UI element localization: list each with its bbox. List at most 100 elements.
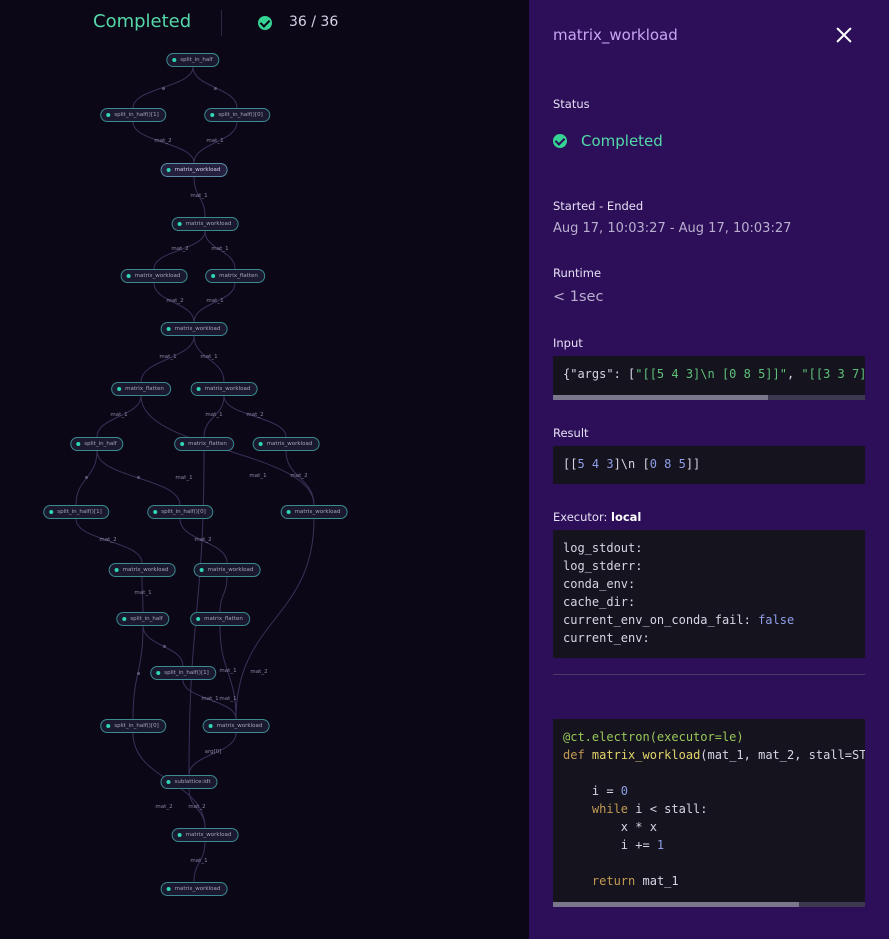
graph-edge — [219, 625, 237, 720]
code-line: @ct.electron(executor=le) — [563, 730, 744, 744]
code-line: while i < stall: — [591, 802, 708, 816]
input-code-box[interactable]: {"args": ["[[5 4 3]\n [0 8 5]]", "[[3 3 … — [553, 356, 865, 400]
graph-node[interactable]: matrix_workload — [171, 217, 239, 231]
graph-node[interactable]: split_in_half()[1] — [100, 108, 166, 122]
result-text-number: 0 8 5 — [649, 457, 686, 471]
topbar-divider — [221, 10, 222, 36]
result-text-part: [[ — [563, 457, 578, 471]
source-code-box[interactable]: @ct.electron(executor=le) def matrix_wor… — [553, 719, 865, 907]
close-icon[interactable] — [835, 26, 853, 44]
runtime-label: Runtime — [553, 266, 602, 280]
graph-node[interactable]: matrix_workload — [120, 269, 188, 283]
graph-topbar: Completed 36 / 36 — [0, 0, 529, 44]
graph-node[interactable]: split_in_half()[1] — [150, 666, 216, 680]
completed-count: 36 / 36 — [289, 14, 339, 30]
started-ended-value: Aug 17, 10:03:27 - Aug 17, 10:03:27 — [553, 221, 792, 236]
edge-label: mat_2 — [246, 412, 264, 418]
graph-edge — [203, 395, 225, 438]
graph-node[interactable]: split_in_half — [70, 437, 124, 451]
graph-node[interactable]: matrix_flatten — [174, 437, 234, 451]
graph-node[interactable]: matrix_workload — [160, 322, 228, 336]
graph-edge — [141, 576, 144, 613]
graph-node[interactable]: split_in_half()[0] — [204, 108, 270, 122]
graph-node[interactable]: split_in_half()[1] — [43, 505, 109, 519]
edge-label: mat_1 — [219, 668, 237, 674]
graph-edge — [132, 121, 195, 164]
check-circle-icon — [258, 16, 272, 30]
graph-node[interactable]: matrix_workload — [108, 563, 176, 577]
graph-edge — [140, 335, 195, 383]
runtime-value: < 1sec — [553, 289, 604, 305]
graph-canvas[interactable]: Completed 36 / 36 split_in_half split_in_… — [0, 0, 529, 939]
result-code-box[interactable]: [[5 4 3]\n [0 8 5]] — [553, 446, 865, 484]
result-label: Result — [553, 426, 589, 440]
executor-key: current_env_on_conda_fail: — [563, 613, 751, 627]
executor-line: current_env: — [563, 631, 650, 645]
input-scroll-thumb[interactable] — [553, 395, 769, 400]
executor-line: log_stdout: — [563, 541, 643, 555]
executor-code-box[interactable]: log_stdout: log_stderr: conda_env: cache… — [553, 530, 865, 658]
edge-label: mat_2 — [290, 473, 308, 479]
graph-edges — [75, 66, 315, 883]
input-scrollbar[interactable] — [553, 395, 865, 400]
graph-node[interactable]: split_in_half — [166, 53, 220, 67]
panel-title: matrix_workload — [553, 26, 678, 44]
edge-label: mat_1 — [134, 590, 152, 596]
graph-edge — [219, 576, 228, 613]
graph-node[interactable]: matrix_flatten — [205, 269, 265, 283]
code-line: i = 0 — [563, 784, 629, 798]
executor-label-text: Executor: — [553, 510, 608, 524]
edge-label: mat_1 — [110, 412, 128, 418]
edge-label: mat_1 — [159, 354, 177, 360]
edge-label: mat_2 — [166, 298, 184, 304]
edge-label: mat_1 — [205, 412, 223, 418]
result-text-part: ]] — [685, 457, 701, 471]
graph-node[interactable]: split_in_half()[0] — [100, 719, 166, 733]
edge-dot — [163, 645, 166, 648]
graph-node[interactable]: matrix_flatten — [111, 382, 171, 396]
graph-node[interactable]: split_in_half()[0] — [147, 505, 213, 519]
graph-node[interactable]: matrix_workload — [252, 437, 320, 451]
edge-label: mat_2 — [171, 246, 189, 252]
code-line: return mat_1 — [591, 874, 679, 888]
graph-edge — [193, 282, 236, 323]
check-circle-icon — [553, 134, 567, 148]
graph-node[interactable]: matrix_workload — [280, 505, 348, 519]
code-line: x * x — [563, 820, 657, 834]
edge-label: mat_2 — [99, 537, 117, 543]
edge-label: mat_2 — [154, 138, 172, 144]
code-scrollbar[interactable] — [553, 902, 865, 907]
status-value: Completed — [581, 132, 663, 150]
executor-line: conda_env: — [563, 577, 636, 591]
code-line: i += 1 — [563, 838, 665, 852]
node-details-panel: matrix_workload Status Completed Started… — [529, 0, 889, 939]
graph-edge — [182, 679, 237, 720]
graph-node[interactable]: matrix_workload — [171, 828, 239, 842]
edge-label: mat_1 — [211, 246, 229, 252]
edge-dot — [162, 87, 165, 90]
graph-node[interactable]: matrix_workload — [202, 719, 270, 733]
edge-label: mat_1 — [200, 354, 218, 360]
graph-node[interactable]: matrix_workload — [190, 382, 258, 396]
edge-label: mat_1 — [175, 475, 193, 481]
graph-node[interactable]: matrix_flatten — [190, 612, 250, 626]
edge-label: mat_2 — [188, 804, 206, 810]
graph-edge — [193, 176, 206, 218]
result-text-number: 5 4 3 — [577, 457, 614, 471]
graph-edge — [235, 518, 315, 720]
graph-node[interactable]: matrix_workload — [160, 163, 228, 177]
executor-bool-value: false — [758, 613, 795, 627]
edge-label: mat_1 — [206, 298, 224, 304]
code-scroll-thumb[interactable] — [553, 902, 800, 907]
graph-node[interactable]: split_in_half — [116, 612, 170, 626]
graph-edge — [223, 395, 287, 438]
edge-label: arg[0] — [204, 749, 222, 755]
input-text-prefix: {"args": [ — [563, 367, 636, 381]
graph-node[interactable]: sublattice:idt — [160, 775, 218, 789]
input-code-line: {"args": ["[[5 4 3]\n [0 8 5]]", "[[3 3 … — [563, 367, 865, 381]
graph-node[interactable]: matrix_workload — [160, 882, 228, 896]
edge-label: mat_1 — [206, 138, 224, 144]
graph-edge — [96, 395, 142, 438]
graph-edge — [153, 282, 195, 323]
graph-node[interactable]: matrix_workload — [193, 563, 261, 577]
